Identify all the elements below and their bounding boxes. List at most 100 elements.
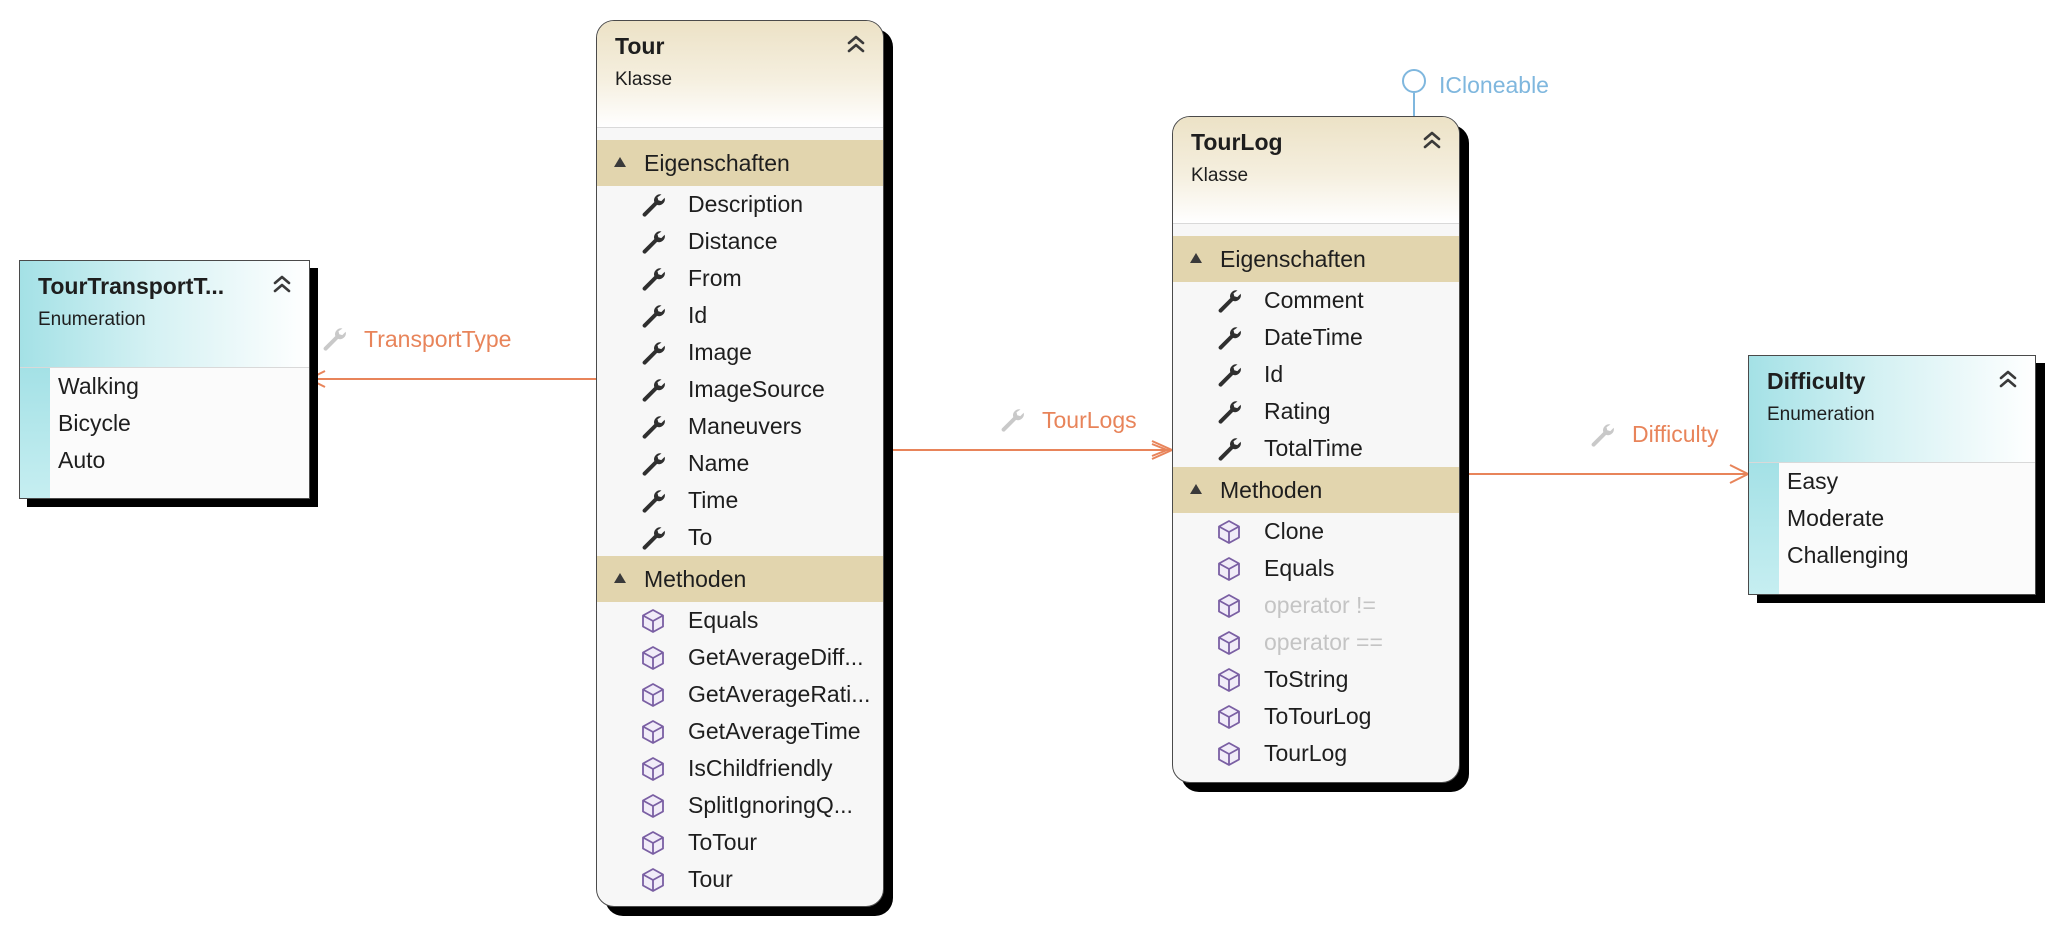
method-item[interactable]: Equals — [1173, 550, 1459, 587]
wrench-icon — [639, 228, 667, 256]
method-label: GetAverageRati... — [688, 681, 871, 707]
property-item[interactable]: DateTime — [1173, 319, 1459, 356]
enum-header: TourTransportT... Enumeration — [20, 261, 309, 368]
class-tour[interactable]: Tour Klasse Eigenschaften Description Di… — [596, 20, 884, 907]
section-label: Methoden — [1220, 477, 1323, 503]
property-item[interactable]: Name — [597, 445, 883, 482]
method-label: GetAverageTime — [688, 718, 861, 744]
section-properties[interactable]: Eigenschaften — [597, 140, 883, 186]
wrench-icon — [639, 191, 667, 219]
section-methods[interactable]: Methoden — [1173, 467, 1459, 513]
method-item[interactable]: GetAverageTime — [597, 713, 883, 750]
enum-value[interactable]: Bicycle — [58, 410, 131, 436]
cube-icon — [639, 866, 667, 894]
property-item[interactable]: Id — [1173, 356, 1459, 393]
method-item[interactable]: TourLog — [1173, 735, 1459, 772]
association-label-difficulty[interactable]: Difficulty — [1632, 421, 1719, 447]
property-item[interactable]: Time — [597, 482, 883, 519]
enum-value[interactable]: Auto — [58, 447, 106, 473]
property-item[interactable]: Distance — [597, 223, 883, 260]
wrench-icon — [639, 413, 667, 441]
method-label: ToTourLog — [1264, 703, 1372, 729]
wrench-icon — [320, 325, 348, 353]
class-tourlog[interactable]: TourLog Klasse Eigenschaften Comment Dat… — [1172, 116, 1460, 783]
property-item[interactable]: From — [597, 260, 883, 297]
method-item[interactable]: IsChildfriendly — [597, 750, 883, 787]
enum-difficulty[interactable]: Difficulty Enumeration Easy Moderate Cha… — [1748, 355, 2036, 595]
collapse-icon[interactable] — [271, 273, 293, 295]
property-item[interactable]: To — [597, 519, 883, 556]
enum-strip — [20, 368, 50, 498]
property-item[interactable]: ImageSource — [597, 371, 883, 408]
property-item[interactable]: Rating — [1173, 393, 1459, 430]
enum-value[interactable]: Moderate — [1787, 505, 1885, 531]
method-item[interactable]: Equals — [597, 602, 883, 639]
association-label-tourlogs[interactable]: TourLogs — [1042, 407, 1137, 433]
interface-label[interactable]: ICloneable — [1439, 72, 1549, 98]
property-item[interactable]: TotalTime — [1173, 430, 1459, 467]
interface-circle — [1402, 69, 1426, 93]
enum-title: TourTransportT... — [38, 273, 225, 299]
wrench-icon — [639, 302, 667, 330]
enum-value[interactable]: Walking — [58, 373, 139, 399]
wrench-icon — [639, 339, 667, 367]
wrench-icon — [998, 406, 1026, 434]
cube-icon — [639, 644, 667, 672]
method-label: Tour — [688, 866, 733, 892]
class-header: TourLog Klasse — [1173, 117, 1459, 224]
method-item[interactable]: GetAverageDiff... — [597, 639, 883, 676]
enum-values: Easy Moderate Challenging — [1779, 463, 2035, 594]
property-label: Maneuvers — [688, 413, 802, 439]
method-item[interactable]: operator == — [1173, 624, 1459, 661]
cube-icon — [639, 755, 667, 783]
property-label: DateTime — [1264, 324, 1363, 350]
method-item[interactable]: ToString — [1173, 661, 1459, 698]
collapse-icon[interactable] — [1421, 129, 1443, 151]
property-item[interactable]: Maneuvers — [597, 408, 883, 445]
section-label: Methoden — [644, 566, 747, 592]
method-label: Equals — [688, 607, 759, 633]
property-item[interactable]: Id — [597, 297, 883, 334]
property-item[interactable]: Comment — [1173, 282, 1459, 319]
enum-value[interactable]: Challenging — [1787, 542, 1909, 568]
triangle-expanded-icon — [1190, 253, 1202, 263]
method-item[interactable]: GetAverageRati... — [597, 676, 883, 713]
enum-strip — [1749, 463, 1779, 594]
property-label: Time — [688, 487, 739, 513]
method-label: IsChildfriendly — [688, 755, 833, 781]
class-kind: Klasse — [1191, 165, 1249, 186]
enum-value[interactable]: Easy — [1787, 468, 1839, 494]
cube-icon — [1215, 703, 1243, 731]
enum-tourtransporttype[interactable]: TourTransportT... Enumeration Walking Bi… — [19, 260, 310, 499]
cube-icon — [1215, 740, 1243, 768]
enum-title: Difficulty — [1767, 368, 1866, 394]
property-label: ImageSource — [688, 376, 825, 402]
collapse-icon[interactable] — [1997, 368, 2019, 390]
section-properties[interactable]: Eigenschaften — [1173, 236, 1459, 282]
property-label: Id — [688, 302, 708, 328]
section-methods[interactable]: Methoden — [597, 556, 883, 602]
association-label-transporttype[interactable]: TransportType — [364, 326, 512, 352]
method-label: ToString — [1264, 666, 1349, 692]
method-label: TourLog — [1264, 740, 1348, 766]
method-item[interactable]: Tour — [597, 861, 883, 898]
collapse-icon[interactable] — [845, 33, 867, 55]
wrench-icon — [1215, 435, 1243, 463]
method-item[interactable]: ToTourLog — [1173, 698, 1459, 735]
method-label: ToTour — [688, 829, 758, 855]
method-item[interactable]: SplitIgnoringQ... — [597, 787, 883, 824]
property-item[interactable]: Image — [597, 334, 883, 371]
property-label: Name — [688, 450, 750, 476]
cube-icon — [639, 681, 667, 709]
method-label: operator != — [1264, 592, 1376, 618]
method-item[interactable]: Clone — [1173, 513, 1459, 550]
method-item[interactable]: operator != — [1173, 587, 1459, 624]
property-label: Image — [688, 339, 752, 365]
class-title: TourLog — [1191, 129, 1283, 155]
wrench-icon — [639, 265, 667, 293]
property-item[interactable]: Description — [597, 186, 883, 223]
method-item[interactable]: ToTour — [597, 824, 883, 861]
enum-kind: Enumeration — [1767, 404, 1875, 425]
section-label: Eigenschaften — [644, 150, 790, 176]
